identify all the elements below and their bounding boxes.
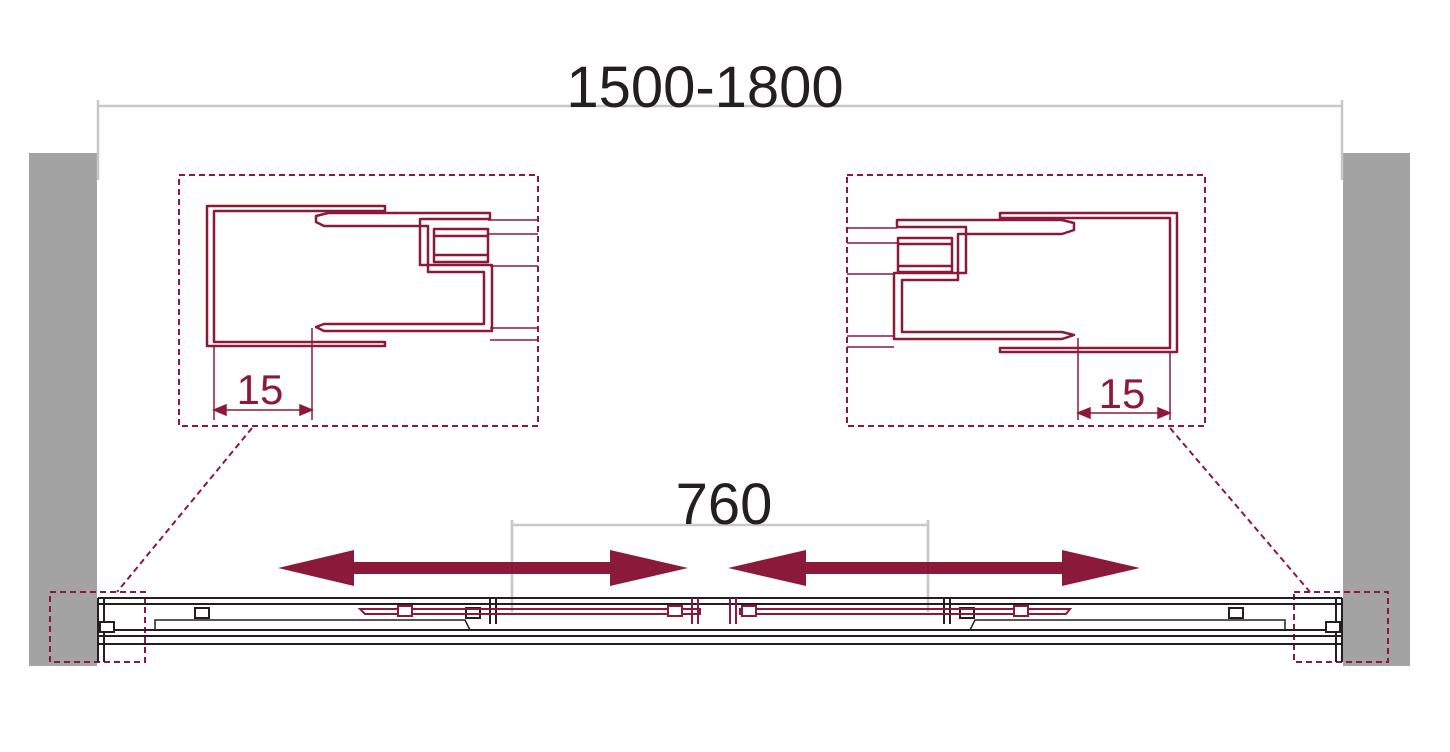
door-track [97,597,1343,662]
overall-width-label: 1500-1800 [566,55,843,120]
door-opening-label: 760 [676,472,773,537]
right-arrow-icon [728,550,1140,586]
leader-lines [49,427,1389,663]
right-gap-label: 15 [1099,370,1146,417]
right-detail-box: 15 [846,174,1206,427]
left-detail-box: 15 [178,174,539,427]
sliding-doors [357,598,1073,624]
left-wall [29,153,97,666]
left-gap-label: 15 [237,366,284,413]
left-profile [205,204,538,348]
left-arrow-icon [278,550,688,586]
right-wall [1343,153,1410,666]
overall-dimension [96,100,1344,180]
right-profile [847,211,1179,354]
